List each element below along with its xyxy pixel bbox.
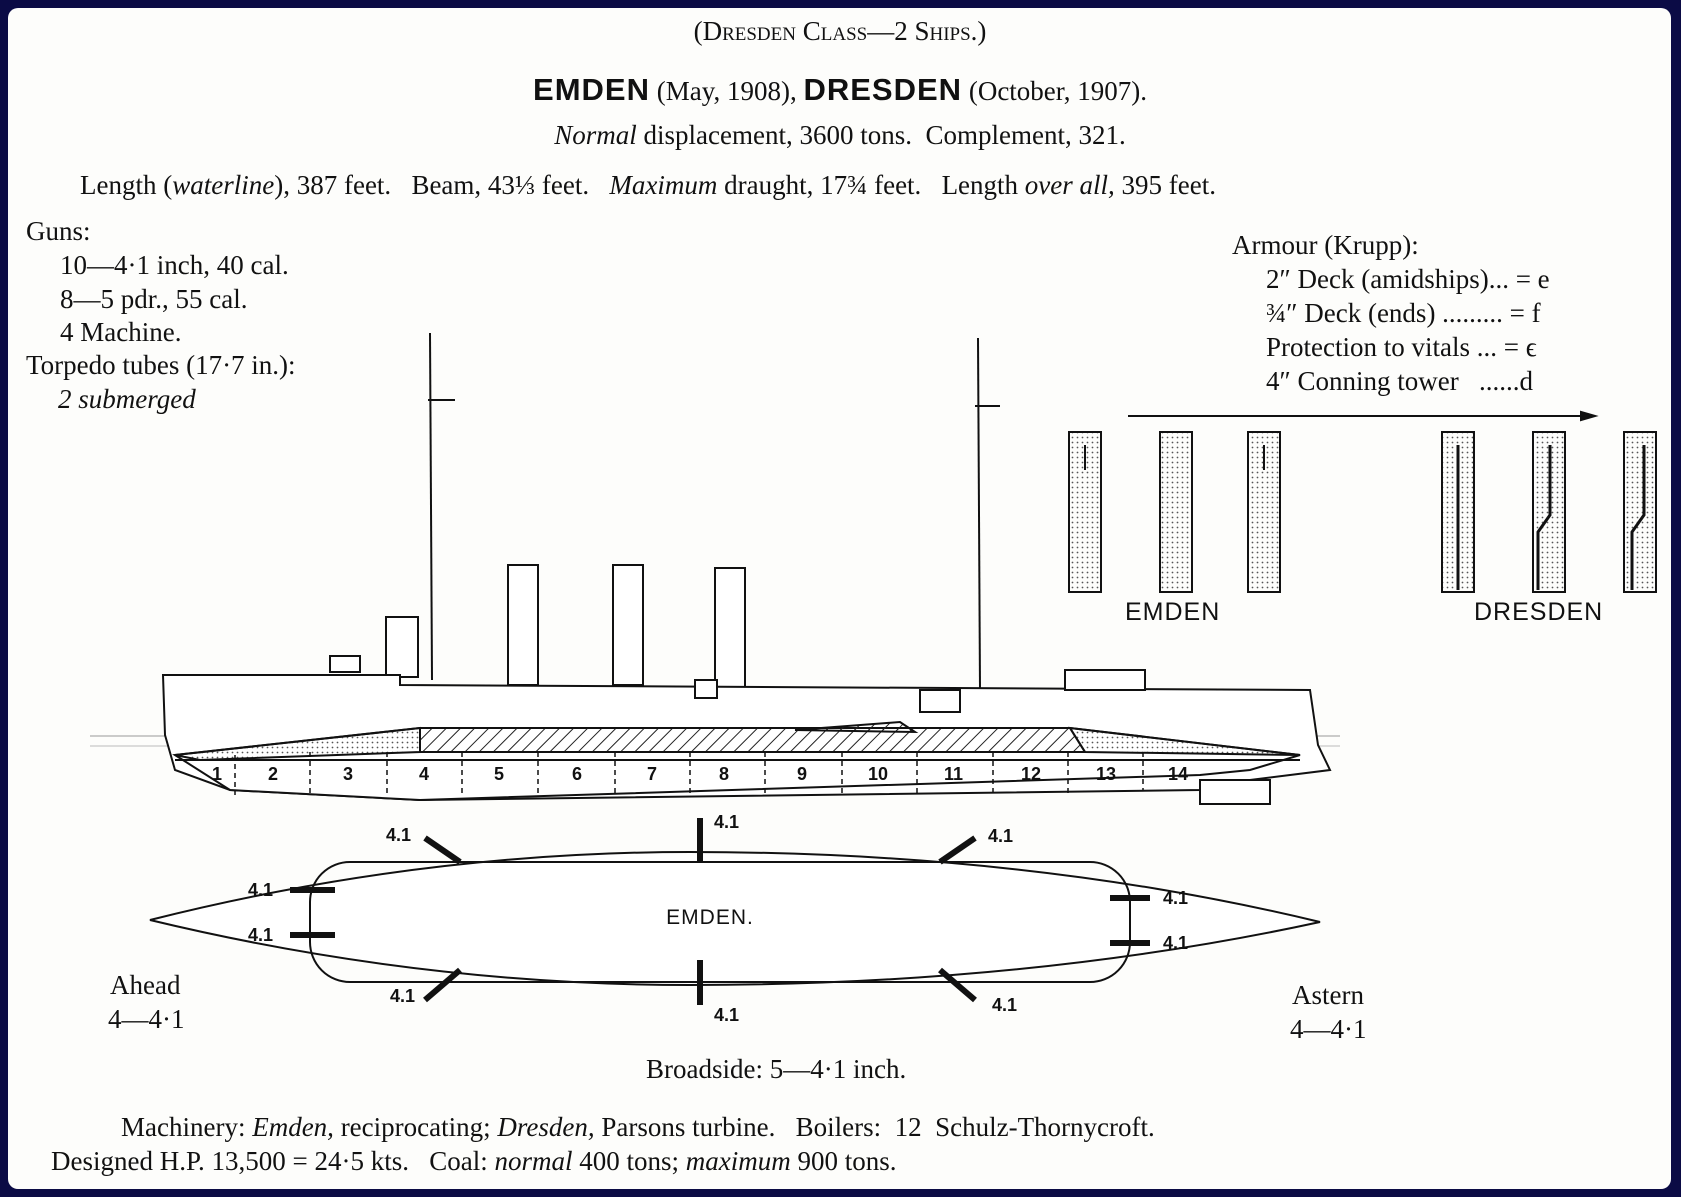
designed-hp: Designed H.P. 13,500 = 24·5 kts. Coal: — [51, 1146, 488, 1176]
compartment-number: 6 — [572, 764, 583, 784]
gun-label: 4.1 — [992, 995, 1018, 1015]
compartment-number: 4 — [419, 764, 430, 784]
gun-item: 4 Machine. — [60, 317, 182, 347]
guns-title: Guns: — [26, 216, 91, 246]
loa-italic: over all, — [1024, 170, 1115, 200]
astern-value: 4—4·1 — [1290, 1014, 1367, 1044]
compartment-number: 13 — [1096, 764, 1117, 784]
coal-maximum-value: 900 tons. — [797, 1146, 897, 1176]
broadside: Broadside: 5—4·1 inch. — [646, 1054, 907, 1084]
compartment-number: 5 — [494, 764, 505, 784]
ship-name-emden: EMDEN — [533, 72, 650, 107]
section-label-dresden: DRESDEN — [1474, 598, 1604, 626]
machinery-line: Machinery: Emden, reciprocating; Dresden… — [121, 1112, 1155, 1143]
funnel-1 — [507, 564, 539, 686]
compartment-number: 2 — [268, 764, 279, 784]
compartment-number: 9 — [797, 764, 808, 784]
section-emden-1 — [1068, 431, 1102, 593]
armour-item: Protection to vitals ... = ϵ — [1266, 332, 1537, 362]
page — [8, 8, 1671, 1189]
gun-label: 4.1 — [248, 880, 274, 900]
torpedo-title: Torpedo tubes (17·7 in.): — [26, 350, 296, 380]
gun-item: 10—4·1 inch, 40 cal. — [60, 250, 289, 280]
astern-label: Astern — [1292, 980, 1364, 1010]
gun-label: 4.1 — [386, 825, 412, 845]
section-emden-2 — [1159, 431, 1193, 593]
machinery-emden: Emden, — [252, 1112, 334, 1142]
power-coal-line: Designed H.P. 13,500 = 24·5 kts. Coal: n… — [51, 1146, 897, 1177]
machinery-boilers: Parsons turbine. Boilers: 12 Schulz-Thor… — [601, 1112, 1155, 1142]
section-dresden-3 — [1623, 431, 1657, 593]
complement-value: Complement, 321. — [925, 120, 1126, 150]
class-title: (Dresden Class—2 Ships.) — [693, 16, 987, 46]
length-value: ), 387 feet. — [274, 170, 392, 200]
gun-label: 4.1 — [714, 1005, 740, 1025]
ahead-label: Ahead — [110, 970, 181, 1000]
ahead-value: 4—4·1 — [108, 1004, 185, 1034]
compartment-number: 12 — [1021, 764, 1042, 784]
gun-label: 4.1 — [1163, 888, 1189, 908]
dimensions-line: Length (waterline), 387 feet. Beam, 43⅓ … — [80, 170, 1216, 201]
compartment-number: 14 — [1168, 764, 1189, 784]
machinery-label: Machinery: — [121, 1112, 246, 1142]
displacement-normal: Normal — [554, 120, 637, 150]
compartment-number: 7 — [647, 764, 658, 784]
compartment-number: 8 — [719, 764, 730, 784]
section-emden-3 — [1247, 431, 1281, 593]
ship-plan-view — [149, 818, 1321, 1005]
section-dresden-2 — [1532, 431, 1566, 593]
torpedo-value: 2 submerged — [58, 384, 196, 414]
coal-maximum-label: maximum — [685, 1146, 791, 1176]
armour-cross-sections — [1068, 431, 1657, 593]
funnel-3 — [714, 567, 746, 689]
ships-heading: EMDEN (May, 1908), DRESDEN (October, 190… — [533, 72, 1147, 108]
coal-normal-label: normal — [494, 1146, 573, 1176]
machinery-dresden: Dresden, — [497, 1112, 595, 1142]
compartment-number: 10 — [868, 764, 889, 784]
compartment-number: 3 — [343, 764, 354, 784]
draught-value: draught, 17¾ feet. — [724, 170, 922, 200]
displacement-value: displacement, 3600 tons. — [643, 120, 913, 150]
displacement-line: Normal displacement, 3600 tons. Compleme… — [554, 120, 1125, 151]
length-waterline: waterline — [172, 170, 275, 200]
compartment-number: 1 — [212, 764, 223, 784]
machinery-reciprocating: reciprocating; — [340, 1112, 491, 1142]
length-label: Length ( — [80, 170, 173, 200]
beam-value: Beam, 43⅓ feet. — [411, 170, 590, 200]
plan-ship-name: EMDEN. — [666, 906, 754, 929]
ship-name-dresden: DRESDEN — [803, 72, 963, 107]
armour-arrow — [1128, 410, 1599, 422]
gun-label: 4.1 — [390, 986, 416, 1006]
compartment-number: 11 — [944, 764, 964, 784]
mainmast — [977, 337, 981, 691]
draught-maximum: Maximum — [609, 170, 718, 200]
armour-item: 4″ Conning tower ......d — [1266, 366, 1533, 396]
gun-item: 8—5 pdr., 55 cal. — [60, 284, 248, 314]
gun-label: 4.1 — [988, 826, 1014, 846]
armour-item: 2″ Deck (amidships)... = e — [1266, 264, 1550, 294]
gun-label: 4.1 — [714, 812, 740, 832]
section-label-emden: EMDEN — [1125, 598, 1221, 626]
gun-label: 4.1 — [248, 925, 274, 945]
ship-date-dresden: (October, 1907). — [968, 76, 1147, 106]
compartment-dividers — [234, 752, 1144, 797]
loa-value: 395 feet. — [1121, 170, 1216, 200]
funnel-2 — [612, 564, 644, 686]
coal-normal-value: 400 tons; — [579, 1146, 680, 1176]
loa-label: Length — [941, 170, 1019, 200]
gun-label: 4.1 — [1163, 933, 1189, 953]
section-dresden-1 — [1441, 431, 1475, 593]
foremast — [429, 332, 433, 681]
ship-date-emden: (May, 1908), — [656, 76, 797, 106]
armour-title: Armour (Krupp): — [1232, 230, 1419, 260]
armour-item: ¾″ Deck (ends) ......... = f — [1266, 298, 1541, 328]
ship-profile — [90, 332, 1340, 805]
